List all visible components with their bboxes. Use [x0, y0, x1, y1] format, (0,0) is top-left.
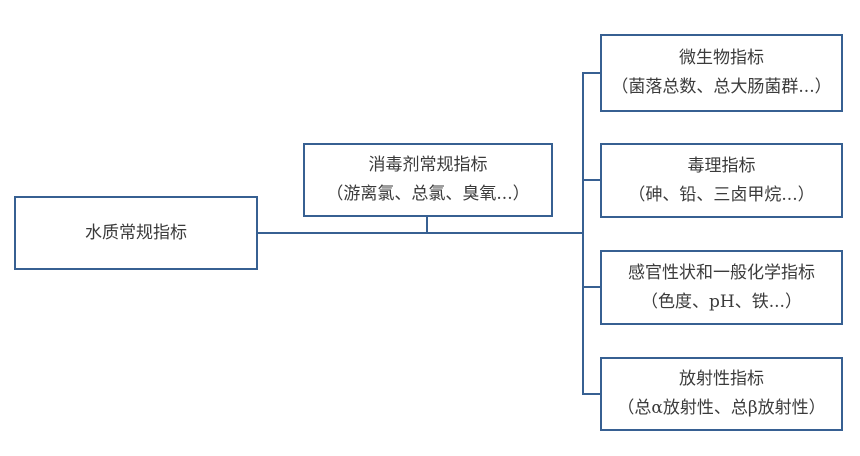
node-microbial-detail: （菌落总数、总大肠菌群...） — [611, 77, 832, 97]
node-toxicology-indicators: 毒理指标 （砷、铅、三卤甲烷...） — [600, 143, 843, 218]
node-sensory-chemical-detail: （色度、pH、铁...） — [641, 291, 802, 312]
connector-branch-microbial — [584, 72, 600, 74]
node-disinfectant-detail: （游离氯、总氯、臭氧...） — [326, 184, 530, 204]
connector-branch-sensory-chemical — [584, 286, 600, 288]
node-water-quality-routine: 水质常规指标 — [14, 196, 258, 270]
node-toxicology-title: 毒理指标 — [687, 155, 756, 176]
node-radioactivity-indicators: 放射性指标 （总α放射性、总β放射性） — [600, 357, 843, 431]
node-microbial-title: 微生物指标 — [679, 48, 764, 68]
node-radioactivity-detail: （总α放射性、总β放射性） — [617, 398, 826, 418]
node-toxicology-detail: （砷、铅、三卤甲烷...） — [628, 184, 815, 205]
connector-branch-radioactivity — [584, 393, 600, 395]
node-water-quality-routine-label: 水质常规指标 — [85, 222, 187, 243]
connector-trunk-vertical — [582, 72, 584, 395]
connector-branch-toxicology — [584, 179, 600, 181]
node-sensory-chemical-indicators: 感官性状和一般化学指标 （色度、pH、铁...） — [600, 250, 843, 325]
node-sensory-chemical-title: 感官性状和一般化学指标 — [628, 262, 815, 283]
node-radioactivity-title: 放射性指标 — [679, 369, 764, 389]
connector-root-to-trunk — [258, 232, 583, 234]
node-disinfectant-title: 消毒剂常规指标 — [368, 155, 488, 175]
node-disinfectant-routine: 消毒剂常规指标 （游离氯、总氯、臭氧...） — [303, 143, 553, 217]
connector-disinfectant-drop — [426, 217, 428, 233]
node-microbial-indicators: 微生物指标 （菌落总数、总大肠菌群...） — [600, 34, 843, 112]
